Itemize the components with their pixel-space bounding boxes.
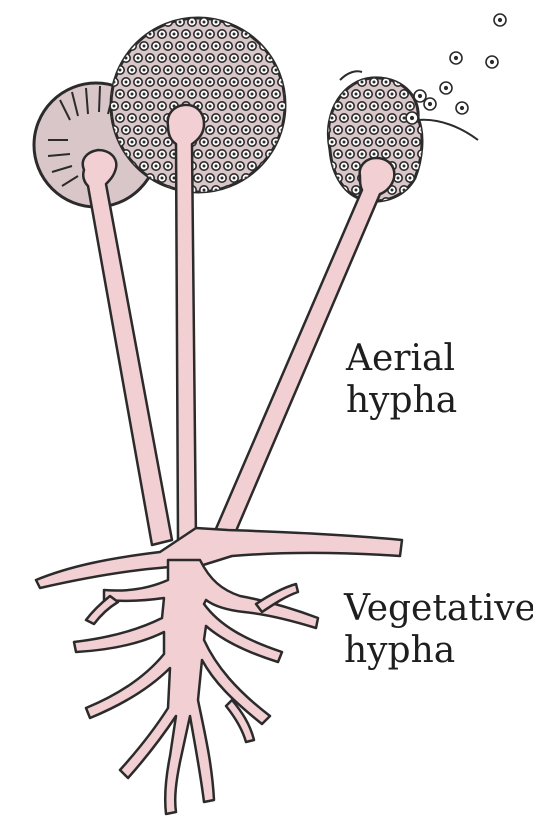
released-spores [406,14,506,124]
spore [116,18,124,26]
spore [278,54,286,62]
spore [248,186,256,194]
spore [278,174,286,182]
sporangiophore-left [83,150,172,545]
spore [412,186,420,194]
spore [110,54,118,62]
spore [260,186,268,194]
spore [322,78,330,86]
vegetative-hypha-label: Vegetative hypha [344,588,533,672]
spore [418,174,426,182]
spore [284,66,292,74]
vegetative-label-line2: hypha [344,630,533,672]
spore [272,186,280,194]
spore [284,18,292,26]
spore [272,18,280,26]
spore [328,186,336,194]
spore [322,102,330,110]
spore [134,30,142,38]
spore [266,174,274,182]
spore [104,18,112,26]
spore [334,198,342,206]
spore [406,78,414,86]
spore [406,198,414,206]
spore [110,30,118,38]
spore [128,18,136,26]
spore [328,90,336,98]
hyphae [36,105,402,814]
spore [346,198,354,206]
spore [272,162,280,170]
spore [418,198,426,206]
sporangium-right [322,71,478,206]
spore [418,78,426,86]
spore [322,174,330,182]
aerial-label-line1: Aerial [346,338,457,380]
spore [236,18,244,26]
spore [322,126,330,134]
spore [116,42,124,50]
spore [284,186,292,194]
spore [140,18,148,26]
aerial-hypha-label: Aerial hypha [346,338,457,422]
spore [104,66,112,74]
spore [236,186,244,194]
spore [254,174,262,182]
spore [278,30,286,38]
spore [340,186,348,194]
spore [284,162,292,170]
spore [266,30,274,38]
spore [254,30,262,38]
spore [278,150,286,158]
spore [152,186,160,194]
stolon [36,528,402,588]
aerial-label-line2: hypha [346,380,457,422]
spore [122,30,130,38]
spore [248,18,256,26]
vegetative-label-line1: Vegetative [344,588,533,630]
spore [260,18,268,26]
spore [322,198,330,206]
spore [104,42,112,50]
spore [272,42,280,50]
spore [394,198,402,206]
spore [284,42,292,50]
spore [152,18,160,26]
spore [284,138,292,146]
